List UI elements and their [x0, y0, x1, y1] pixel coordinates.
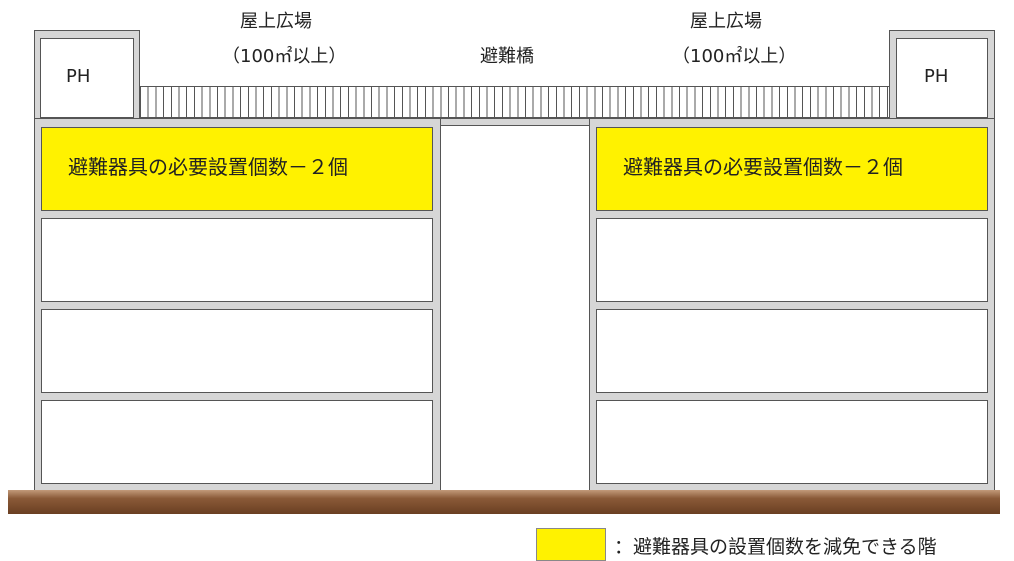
left-floor-top-label: 避難器具の必要設置個数－２個 — [68, 155, 348, 179]
rooftop-plaza-right-area-label: （100㎡以上） — [672, 46, 797, 67]
evacuation-bridge-label: 避難橋 — [480, 46, 534, 67]
rooftop-plaza-left-area-label: （100㎡以上） — [222, 46, 347, 67]
left-penthouse-label: PH — [66, 66, 91, 87]
rooftop-plaza-right-label: 屋上広場 — [690, 11, 762, 32]
right-floor-3 — [596, 309, 988, 393]
left-floor-4 — [41, 400, 433, 484]
legend-text: ：避難器具の設置個数を減免できる階 — [614, 536, 937, 558]
rooftop-plaza-left-label: 屋上広場 — [240, 11, 312, 32]
left-penthouse — [40, 38, 134, 118]
left-floor-2 — [41, 218, 433, 302]
right-floor-top-label: 避難器具の必要設置個数－２個 — [623, 155, 903, 179]
right-penthouse-label: PH — [924, 66, 949, 87]
evacuation-bridge-railing — [140, 86, 892, 118]
right-floor-2 — [596, 218, 988, 302]
ground — [8, 490, 1000, 514]
left-floor-top — [41, 127, 433, 211]
legend-swatch — [536, 528, 606, 561]
right-floor-4 — [596, 400, 988, 484]
right-floor-top — [596, 127, 988, 211]
right-penthouse — [896, 38, 988, 118]
evacuation-bridge-deck — [441, 118, 589, 126]
left-floor-3 — [41, 309, 433, 393]
